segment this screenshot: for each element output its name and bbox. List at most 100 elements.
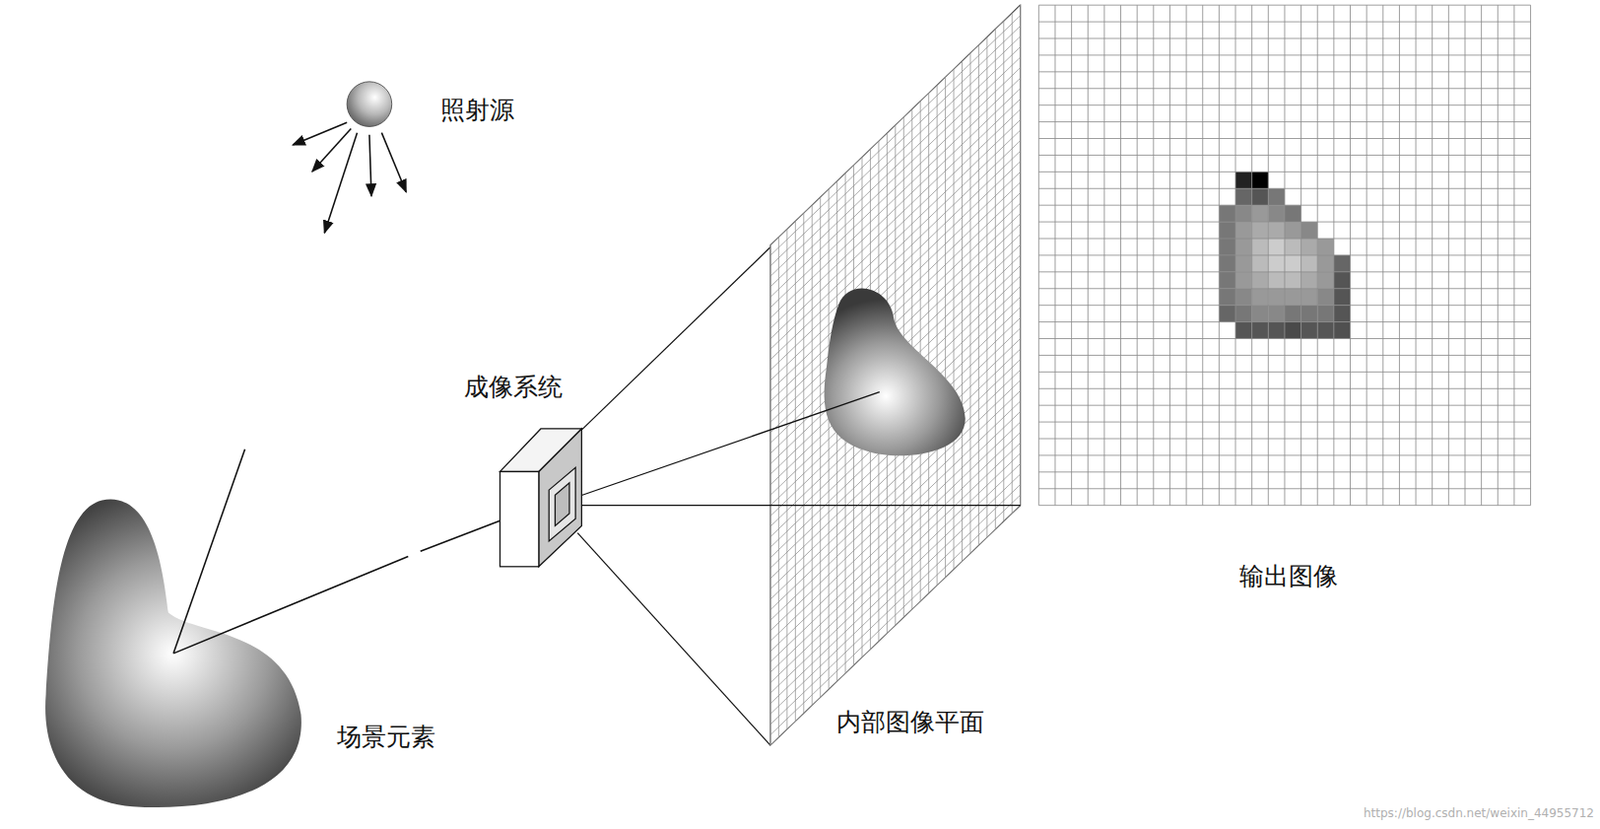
pixel xyxy=(1252,188,1269,205)
grid-line xyxy=(770,265,1021,505)
grid-line xyxy=(1038,371,1531,373)
pixel xyxy=(1284,204,1302,222)
grid-line xyxy=(1448,4,1450,505)
pixel xyxy=(1317,255,1334,272)
pixel xyxy=(1301,305,1319,323)
grid-line xyxy=(770,275,1021,516)
grid-line xyxy=(770,36,1021,276)
pixel xyxy=(1333,255,1351,272)
grid-line xyxy=(1382,4,1384,505)
pixel xyxy=(1252,288,1269,306)
grid-line xyxy=(770,4,1021,245)
pixel xyxy=(1267,188,1285,205)
pixel xyxy=(1252,221,1269,239)
scene-label: 场景元素 xyxy=(336,723,436,751)
pixel xyxy=(1235,288,1253,306)
pixel xyxy=(1301,322,1319,339)
pixel xyxy=(1235,204,1253,222)
pixel xyxy=(1317,271,1334,289)
image-plane xyxy=(770,4,1021,745)
grid-line xyxy=(1464,4,1466,505)
pixel xyxy=(1333,271,1351,289)
pixel xyxy=(1218,255,1236,272)
grid-line xyxy=(1366,4,1368,505)
pixel xyxy=(1252,271,1269,289)
grid-line xyxy=(1038,454,1531,456)
grid-line xyxy=(1038,470,1531,472)
output-image-label: 输出图像 xyxy=(1239,562,1338,591)
pixel xyxy=(1267,221,1285,239)
pixel xyxy=(1252,255,1269,272)
pixel xyxy=(1235,322,1253,339)
pixel xyxy=(1317,288,1334,306)
pixel xyxy=(1301,238,1319,256)
grid-line xyxy=(770,98,1021,338)
grid-line xyxy=(1038,321,1531,323)
pixel xyxy=(1235,221,1253,239)
grid-line xyxy=(1038,354,1531,356)
grid-line xyxy=(1317,4,1319,505)
pixel xyxy=(1267,271,1285,289)
grid-line xyxy=(1038,421,1531,423)
pixel xyxy=(1235,271,1253,289)
grid-line xyxy=(1038,388,1531,390)
pixel xyxy=(1333,322,1351,339)
grid-line xyxy=(1038,438,1531,440)
pixel xyxy=(1317,305,1334,323)
grid-line xyxy=(1349,4,1351,505)
pixel xyxy=(1235,171,1253,189)
grid-line xyxy=(1038,270,1531,272)
illumination-source xyxy=(292,122,406,233)
pixel xyxy=(1301,288,1319,306)
projected-image xyxy=(824,288,966,457)
grid-line xyxy=(1038,504,1531,506)
pixel xyxy=(1301,221,1319,239)
grid-line xyxy=(770,505,1021,745)
light-sphere xyxy=(346,81,393,128)
grid-line xyxy=(1333,4,1334,505)
pixel xyxy=(1252,204,1269,222)
pixel xyxy=(1317,322,1334,339)
grid-line xyxy=(770,25,1021,266)
pixel xyxy=(1235,188,1253,205)
imaging-system-label: 成像系统 xyxy=(464,373,563,401)
output-image-frame xyxy=(1038,4,1531,505)
grid-line xyxy=(770,453,1021,693)
incident-ray xyxy=(173,449,245,654)
pixel xyxy=(1333,288,1351,306)
pixel xyxy=(1252,171,1269,189)
pixel xyxy=(1235,305,1253,323)
pixel xyxy=(1267,322,1285,339)
grid-line xyxy=(770,244,1021,484)
pixel xyxy=(1333,305,1351,323)
grid-line xyxy=(770,77,1021,318)
pixel xyxy=(1218,221,1236,239)
pixel xyxy=(1301,271,1319,289)
grid-line xyxy=(1038,404,1531,406)
reflected-ray xyxy=(173,555,408,653)
pixel xyxy=(1267,255,1285,272)
grid-line xyxy=(770,46,1021,286)
pixel xyxy=(1235,238,1253,256)
pixel xyxy=(1284,238,1302,256)
grid-line xyxy=(770,286,1021,527)
grid-line xyxy=(770,463,1021,703)
pixel xyxy=(1235,255,1253,272)
grid-line xyxy=(770,234,1021,474)
pixel xyxy=(1284,305,1302,323)
reflected-ray xyxy=(420,520,501,551)
grid-line xyxy=(1480,4,1482,505)
grid-line xyxy=(770,88,1021,329)
pixel xyxy=(1284,255,1302,272)
pixel xyxy=(1252,238,1269,256)
grid-line xyxy=(770,255,1021,495)
grid-line xyxy=(1038,254,1531,256)
grid-line xyxy=(770,442,1021,682)
pixel xyxy=(1218,204,1236,222)
grid-line xyxy=(1038,304,1531,306)
grid-line xyxy=(770,484,1021,725)
pixel xyxy=(1267,238,1285,256)
grid-line xyxy=(770,432,1021,672)
pixel xyxy=(1317,238,1334,256)
